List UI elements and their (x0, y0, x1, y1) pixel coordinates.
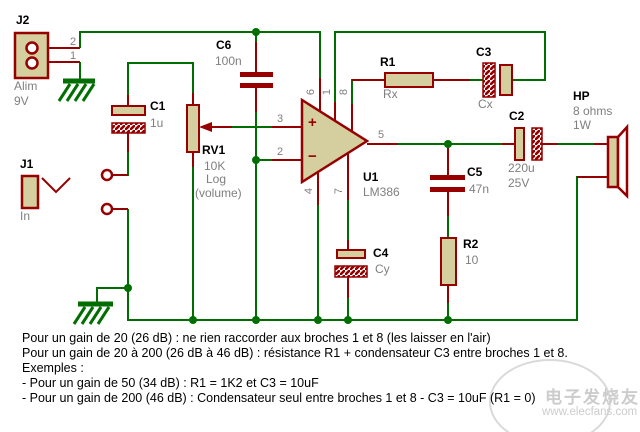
cap-c1-plate-plain (111, 105, 146, 116)
label-pin8: 8 (338, 88, 350, 96)
label-pin2: 2 (277, 146, 284, 158)
cap-c3-plate-hatched (482, 62, 496, 98)
label-pin5: 5 (378, 129, 385, 141)
cap-c2-plate-hatched (531, 127, 543, 161)
speaker-hp-horn (616, 123, 629, 200)
label-u1-ref: U1 (363, 170, 379, 184)
cap-c1-plate-hatched (111, 122, 146, 134)
label-c2-val2: 25V (508, 176, 530, 190)
opamp-u1-triangle (300, 97, 370, 185)
pot-rv1-wiper-arrow (199, 122, 212, 132)
watermark-logo-text: 电子发烧友 (545, 388, 640, 407)
note-line-1: Pour un gain de 20 (26 dB) : ne rien rac… (22, 331, 491, 345)
label-pin7: 7 (333, 187, 345, 195)
jack-j1-spring (41, 177, 71, 194)
label-c2-ref: C2 (509, 109, 525, 123)
cap-c2-plate-plain (514, 127, 525, 161)
note-line-4: - Pour un gain de 50 (34 dB) : R1 = 1K2 … (22, 376, 319, 390)
label-r2-val: 10 (465, 253, 479, 267)
label-c1-ref: C1 (150, 99, 166, 113)
label-hp-val: 8 ohms (573, 104, 613, 118)
cap-c6-plate-top (240, 72, 273, 77)
label-j2-9v: 9V (14, 94, 29, 108)
label-hp-ref: HP (573, 89, 590, 103)
label-r1-val: Rx (383, 87, 398, 101)
note-line-2: Pour un gain de 20 à 200 (26 dB à 46 dB)… (22, 346, 568, 360)
label-r2-ref: R2 (463, 237, 479, 251)
label-hp-val2: 1W (573, 118, 591, 132)
res-r2-body (440, 237, 457, 286)
opamp-minus-sign: − (308, 148, 317, 165)
label-r1-ref: R1 (380, 55, 396, 69)
jack-j1-sleeve-contact (100, 202, 114, 216)
label-j1-in: In (20, 209, 31, 223)
connector-j2-pin1-circle (25, 56, 39, 70)
watermark-circle (489, 359, 611, 432)
label-c6-ref: C6 (216, 38, 232, 52)
label-pin3: 3 (277, 113, 284, 125)
label-u1-val: LM386 (363, 185, 400, 199)
label-c6-val: 100n (215, 54, 242, 68)
note-line-3: Exemples : (22, 361, 84, 375)
cap-c4-plate-plain (336, 249, 366, 259)
connector-j2-body (13, 31, 50, 80)
connector-j2-pin2-circle (25, 41, 39, 55)
label-rv1-volume: (volume) (195, 186, 242, 200)
label-rv1-log: Log (206, 172, 227, 186)
label-c5-val: 47n (469, 182, 490, 196)
label-c5-ref: C5 (467, 165, 483, 179)
label-pin4: 4 (303, 187, 315, 195)
cap-c4-plate-hatched (334, 265, 368, 278)
label-rv1-ref: RV1 (202, 143, 226, 157)
label-pin1: 1 (321, 88, 333, 96)
cap-c5-plate-top (430, 175, 465, 180)
speaker-hp-driver (606, 135, 620, 189)
label-c4-val: Cy (375, 262, 390, 276)
ground-symbol-bottom (72, 301, 113, 325)
label-pin6: 6 (305, 88, 317, 96)
label-c2-val: 220u (508, 161, 535, 175)
label-c3-ref: C3 (476, 45, 492, 59)
junction-dots (124, 28, 452, 324)
watermark-url: www.elecfans.com (542, 406, 638, 418)
cap-c3-plate-plain (499, 64, 513, 96)
ground-symbol-top (57, 78, 96, 102)
label-j2-pin2: 2 (70, 36, 77, 48)
res-r1-body (384, 72, 434, 88)
label-c1-val: 1u (150, 116, 164, 130)
opamp-plus-sign: + (308, 114, 317, 131)
label-c4-ref: C4 (373, 246, 389, 260)
label-j2-ref: J2 (16, 13, 30, 27)
label-j2-pin1: 1 (70, 50, 77, 62)
note-line-5: - Pour un gain de 200 (46 dB) : Condensa… (22, 391, 536, 405)
jack-j1-tip-contact (100, 168, 114, 182)
label-c3-val: Cx (478, 97, 493, 111)
cap-c6-plate-bottom (240, 83, 273, 88)
label-rv1-val: 10K (204, 159, 226, 173)
label-j1-ref: J1 (20, 157, 34, 171)
label-j2-alim: Alim (14, 79, 38, 93)
jack-j1-body (20, 174, 40, 210)
cap-c5-plate-bottom (430, 187, 465, 192)
pin-stubs-red (48, 42, 608, 303)
pot-rv1-body (186, 104, 200, 153)
